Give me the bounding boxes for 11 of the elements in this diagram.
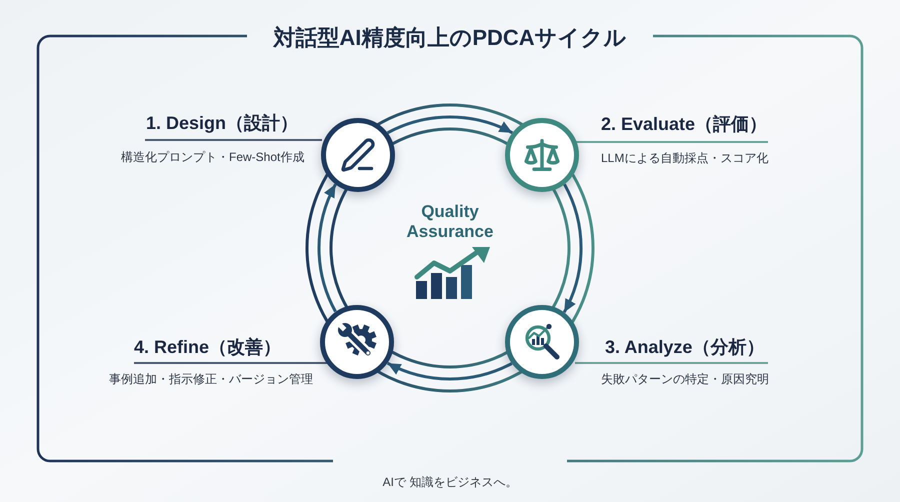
step-description: LLMによる自動採点・スコア化 [601,150,768,167]
step-heading: 3. Analyze（分析） [605,336,764,359]
step-heading: 1. Design（設計） [146,112,298,135]
step-description: 失敗パターンの特定・原因究明 [601,371,769,388]
step-description: 構造化プロンプト・Few-Shot作成 [121,149,304,166]
tagline: AIで 知識をビジネスへ。 [382,474,518,490]
step-description: 事例追加・指示修正・バージョン管理 [109,371,313,388]
center-label: Quality Assurance [406,202,494,242]
step-heading: 4. Refine（改善） [134,336,282,359]
diagram-title: 対話型AI精度向上のPDCAサイクル [273,24,627,52]
step-heading: 2. Evaluate（評価） [601,113,768,136]
